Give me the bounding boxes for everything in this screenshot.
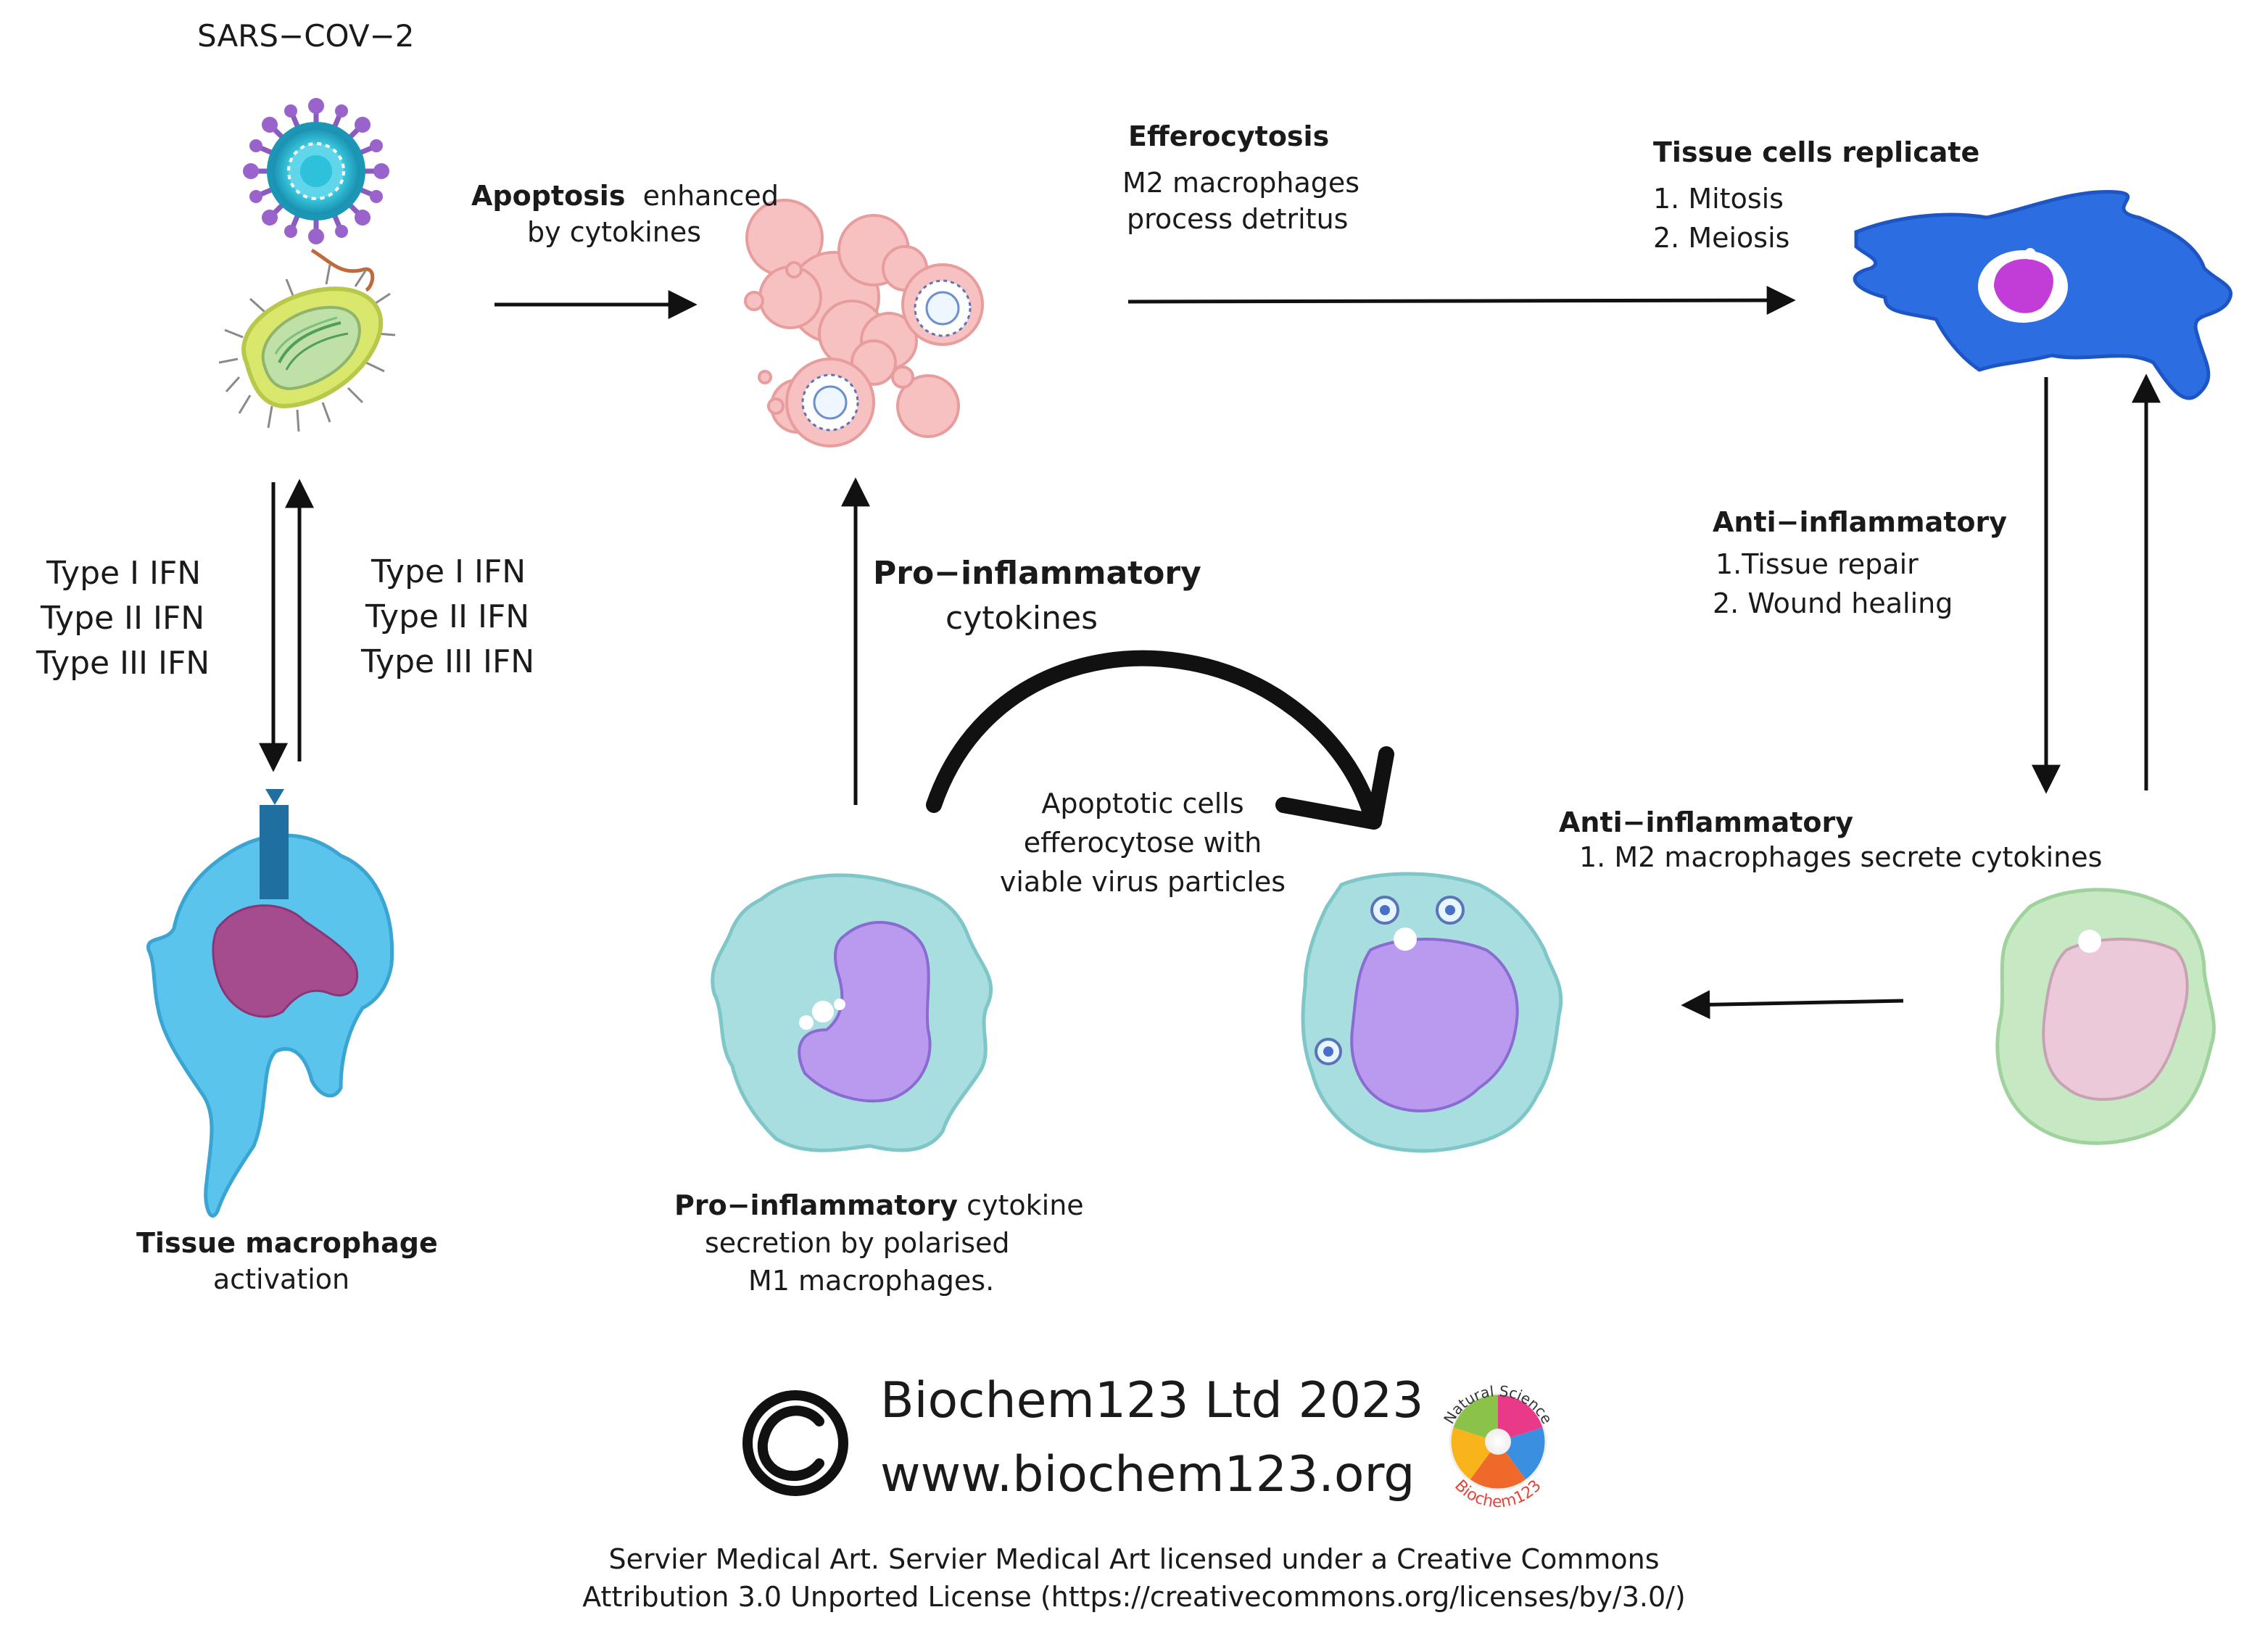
license-line2: Attribution 3.0 Unported License (https:… bbox=[582, 1581, 1686, 1613]
curved-arrow-efferocytosis bbox=[926, 650, 1378, 820]
copyright-line2: www.biochem123.org bbox=[880, 1446, 1415, 1503]
tissue-replicate-item-2: 2. Meiosis bbox=[1653, 222, 1790, 254]
efferocytosis-title: Efferocytosis bbox=[1128, 120, 1330, 152]
anti-inflammatory-mid-item: 1. M2 macrophages secrete cytokines bbox=[1579, 841, 2103, 873]
m1-macrophage-icon bbox=[711, 873, 993, 1152]
sars-cov-2-label: SARS−COV−2 bbox=[197, 18, 415, 54]
efferocytosis-line1: M2 macrophages bbox=[1122, 167, 1360, 199]
m1-caption-line3: M1 macrophages. bbox=[748, 1265, 995, 1297]
tissue-macrophage-title: Tissue macrophage bbox=[136, 1227, 438, 1259]
apoptosis-rest-text: enhanced bbox=[642, 180, 779, 212]
ifn-right-3: Type III IFN bbox=[361, 643, 535, 680]
apoptosis-line2: by cytokines bbox=[527, 216, 702, 248]
tissue-replicate-item-1: 1. Mitosis bbox=[1653, 183, 1784, 215]
tissue-macrophage-sub: activation bbox=[212, 1263, 350, 1295]
ifn-right-2: Type II IFN bbox=[365, 598, 530, 635]
m1-caption-line2: secretion by polarised bbox=[705, 1227, 1010, 1259]
ifn-left-1: Type I IFN bbox=[46, 555, 202, 592]
arrow-apoptosis-to-tissue bbox=[1127, 286, 1796, 315]
virus-particle-icon bbox=[801, 279, 972, 431]
ifn-left-3: Type III IFN bbox=[36, 645, 210, 682]
copyright-icon bbox=[742, 1390, 848, 1496]
efferocytosing-macrophage-icon bbox=[1301, 872, 1563, 1153]
m1-caption-bold: Pro−inflammatory bbox=[674, 1189, 959, 1221]
license-line1: Servier Medical Art. Servier Medical Art… bbox=[608, 1543, 1660, 1575]
m2-macrophage-icon bbox=[1995, 888, 2216, 1145]
bacterium-icon bbox=[218, 248, 396, 432]
anti-inflammatory-top-title: Anti−inflammatory bbox=[1713, 506, 2007, 538]
m1-caption-line1: Pro−inflammatory cytokine bbox=[674, 1186, 1084, 1224]
ifn-right-1: Type I IFN bbox=[371, 553, 526, 590]
tissue-cell-icon bbox=[1853, 189, 2232, 400]
anti-inflammatory-mid-title: Anti−inflammatory bbox=[1559, 806, 1853, 838]
tissue-replicate-title: Tissue cells replicate bbox=[1653, 136, 1980, 168]
biochem123-logo-icon bbox=[1443, 1387, 1553, 1497]
arrow-m2-to-macrophage bbox=[1681, 990, 1904, 1020]
pro-inflammatory-sub: cytokines bbox=[945, 600, 1098, 637]
sars-cov-2-virus-icon bbox=[243, 98, 389, 244]
apoptotic-cells-icon bbox=[744, 199, 984, 447]
apoptosis-label: Apoptosis enhanced bbox=[471, 177, 779, 215]
apoptosis-bold-text: Apoptosis bbox=[471, 180, 626, 212]
m1-caption-rest: cytokine bbox=[958, 1189, 1084, 1221]
anti-inflammatory-top-item-2: 2. Wound healing bbox=[1713, 587, 1953, 619]
apoptotic-cells-line3: viable virus particles bbox=[999, 866, 1286, 898]
apoptotic-cells-line2: efferocytose with bbox=[1023, 827, 1262, 859]
ifn-left-2: Type II IFN bbox=[41, 600, 205, 637]
anti-inflammatory-top-item-1: 1.Tissue repair bbox=[1716, 548, 1919, 580]
copyright-line1: Biochem123 Ltd 2023 bbox=[880, 1372, 1424, 1429]
curved-arrow-head bbox=[1275, 746, 1394, 830]
apoptotic-cells-line1: Apoptotic cells bbox=[1041, 788, 1244, 819]
tissue-macrophage-icon bbox=[146, 789, 394, 1218]
efferocytosis-line2: process detritus bbox=[1127, 203, 1349, 235]
pro-inflammatory-title: Pro−inflammatory bbox=[873, 555, 1201, 592]
arrows bbox=[259, 286, 2161, 1020]
